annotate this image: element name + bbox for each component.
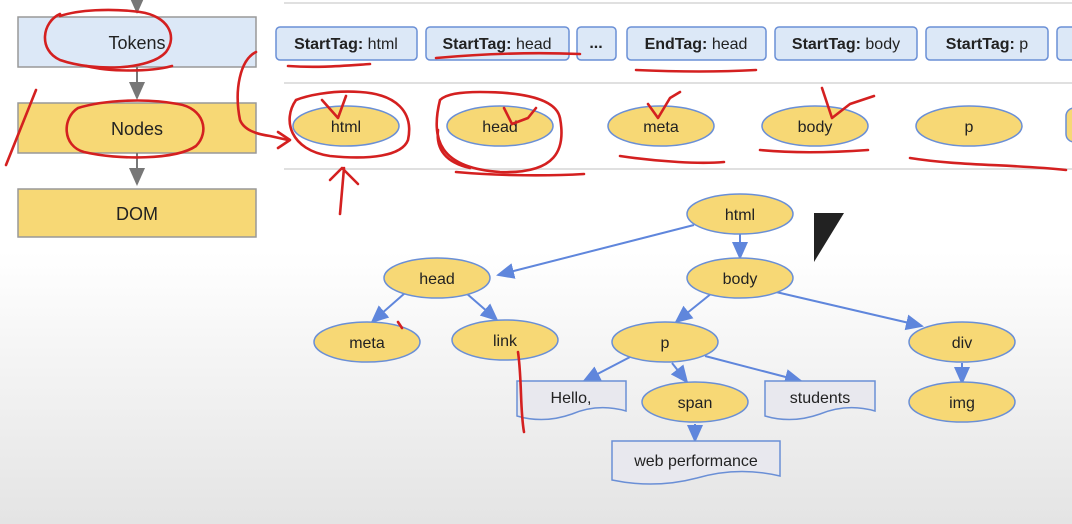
tree-node-label: span [678, 395, 713, 412]
tree-node-link: link [451, 319, 559, 361]
token-ellipsis: ... [576, 26, 617, 61]
edge-head-link [465, 292, 499, 322]
dom-stage-label: DOM [116, 204, 158, 224]
tokens-stage-label: Tokens [108, 33, 165, 53]
token-starttag-html: StartTag: html [275, 26, 418, 61]
node-head: head [446, 105, 554, 147]
tree-node-span: span [641, 381, 749, 423]
tree-node-meta: meta [313, 321, 421, 363]
node-label: html [331, 119, 361, 136]
video-artifact-shape [814, 213, 844, 262]
svg-text:StartTag: head: StartTag: head [442, 36, 551, 53]
tree-node-head: head [383, 257, 491, 299]
token-kind: StartTag: [946, 36, 1015, 53]
tree-node-html: html [686, 193, 794, 235]
tree-node-div: div [908, 321, 1016, 363]
tree-node-label: head [419, 271, 455, 288]
token-kind: StartTag: [294, 36, 363, 53]
tree-text-students: students [764, 380, 876, 421]
token-starttag-p: StartTag: p [925, 26, 1049, 61]
tree-text-web-performance: web performance [611, 440, 781, 485]
node-p: p [915, 105, 1023, 147]
edge-p-hello [582, 355, 633, 382]
token-name: p [1019, 36, 1028, 53]
node-body: body [761, 105, 869, 147]
tree-node-label: p [661, 335, 670, 352]
tree-node-body: body [686, 257, 794, 299]
token-kind: StartTag: [792, 36, 861, 53]
svg-text:EndTag: head: EndTag: head [645, 36, 748, 53]
dom-stage-box [17, 188, 257, 238]
nodes-stage-box [17, 102, 257, 154]
token-kind: StartTag: [442, 36, 511, 53]
token-name: head [516, 36, 552, 53]
tree-node-label: body [723, 271, 758, 288]
node-label: head [482, 119, 518, 136]
tree-node-label: html [725, 207, 755, 224]
token-name: head [712, 36, 748, 53]
svg-text:StartTag: body: StartTag: body [792, 36, 900, 53]
tree-node-img: img [908, 381, 1016, 423]
edge-head-meta [370, 292, 406, 324]
tree-text-label: web performance [633, 453, 758, 470]
edge-p-span [670, 362, 689, 384]
node-label: meta [643, 119, 679, 136]
node-label: body [798, 119, 833, 136]
tree-node-label: img [949, 395, 975, 412]
node-label: p [965, 119, 974, 136]
token-endtag-head: EndTag: head [626, 26, 767, 61]
node-meta: meta [607, 105, 715, 147]
tree-node-label: meta [349, 335, 385, 352]
tree-edges [370, 224, 970, 443]
tree-node-label: link [493, 333, 518, 350]
token-cutoff [1056, 26, 1072, 61]
tree-text-label: Hello, [551, 390, 592, 407]
token-kind: EndTag: [645, 36, 708, 53]
node-html: html [292, 105, 400, 147]
tree-text-hello: Hello, [516, 380, 627, 421]
edge-body-p [674, 292, 713, 324]
edge-p-students [704, 355, 803, 385]
token-name: html [368, 36, 398, 53]
edge-html-head [496, 224, 695, 279]
tree-node-label: div [952, 335, 972, 352]
svg-text:StartTag: html: StartTag: html [294, 36, 398, 53]
tree-text-label: students [790, 390, 850, 407]
svg-text:StartTag: p: StartTag: p [946, 36, 1029, 53]
tree-node-p: p [611, 321, 719, 363]
token-starttag-body: StartTag: body [774, 26, 918, 61]
node-cutoff [1065, 107, 1072, 143]
nodes-stage-label: Nodes [111, 119, 163, 139]
token-name: ... [589, 35, 602, 52]
token-name: body [865, 36, 900, 53]
token-starttag-head: StartTag: head [425, 26, 570, 61]
edge-body-div [775, 291, 924, 331]
red-annotations [4, 8, 1068, 434]
